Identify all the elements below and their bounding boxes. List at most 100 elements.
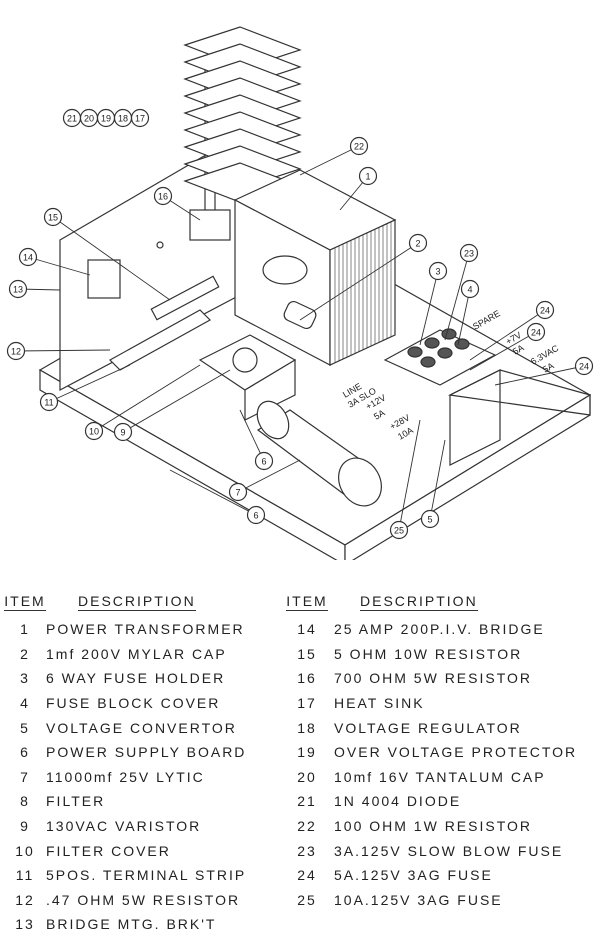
callout-number: 12 [11,347,21,357]
callout-number: 3 [435,267,440,277]
callout-number: 24 [540,306,550,316]
callout-13: 13 [8,279,61,299]
item-number: 17 [297,695,317,712]
callout-number: 6 [261,457,266,467]
fuse [441,328,457,340]
callout-3: 3 [419,261,448,346]
power-transformer [233,169,397,366]
callout-1: 1 [339,166,378,211]
item-description: .47 OHM 5W RESISTOR [46,891,241,908]
item-description: FILTER [46,793,106,810]
callout-25: 25 [389,419,421,540]
callout-number: 1 [365,172,370,182]
item-number: 21 [297,793,317,810]
fuse [420,356,436,368]
fuse-label-spare: SPARE [471,308,502,332]
callout-2: 2 [299,233,428,321]
item-description: 130VAC VARISTOR [46,818,202,835]
item-number: 25 [297,891,317,908]
callout-number: 20 [84,114,94,124]
item-description: 1mf 200V MYLAR CAP [46,645,227,662]
parts-list-row: 16 700 OHM 5W RESISTOR [286,666,577,691]
item-number: 16 [297,670,317,687]
item-description: 5A.125V 3AG FUSE [334,867,493,884]
parts-list-row: 8 FILTER [4,789,246,814]
item-number: 3 [20,670,30,687]
callout-22: 22 [299,136,369,176]
callout-24: 24 [469,300,555,361]
callout-number: 17 [135,114,145,124]
callout-12: 12 [6,341,111,361]
item-number: 11 [15,867,35,884]
item-number: 22 [297,818,317,835]
callout-number: 21 [67,114,77,124]
description-header: DESCRIPTION [360,593,478,611]
callout-21: 21 [62,108,82,128]
item-number: 15 [297,645,317,662]
callout-number: 19 [101,114,111,124]
fuse-block [383,328,591,466]
item-number: 23 [297,842,317,859]
parts-list-row: 23 3A.125V SLOW BLOW FUSE [286,838,577,863]
callout-number: 7 [235,488,240,498]
callout-7: 7 [228,459,301,502]
fuse-label-12v-amp: 5A [372,408,387,422]
item-number: 14 [297,621,317,638]
item-description: POWER SUPPLY BOARD [46,744,247,761]
item-description: 700 OHM 5W RESISTOR [334,670,533,687]
callout-10: 10 [84,364,201,441]
callout-number: 24 [531,328,541,338]
terminal-strip [109,309,211,371]
callout-9: 9 [113,369,231,442]
callout-number: 2 [415,239,420,249]
callout-number: 25 [394,526,404,536]
item-description: 10mf 16V TANTALUM CAP [334,768,546,785]
5-ohm-resistor [150,275,220,321]
parts-list-row: 5 VOLTAGE CONVERTOR [4,715,246,740]
item-number: 5 [20,719,30,736]
item-description: 3A.125V SLOW BLOW FUSE [334,842,564,859]
callout-24: 24 [494,356,594,386]
filter [198,334,297,421]
item-description: 11000mf 25V LYTIC [46,768,205,785]
description-header: DESCRIPTION [78,593,196,611]
callout-4: 4 [457,279,480,346]
item-header: ITEM [4,593,46,611]
item-number: 8 [20,793,30,810]
item-number: 6 [20,744,30,761]
callout-number: 23 [464,249,474,259]
exploded-assembly-diagram: SPARE +7V 5A 6.3VAC 5A LINE 3A SLO +12V … [6,26,594,560]
fuse [454,338,470,350]
callout-5: 5 [420,439,446,529]
fuse-label-7v-amp: 5A [511,343,526,357]
fuse [407,346,423,358]
item-number: 18 [297,719,317,736]
item-description: VOLTAGE CONVERTOR [46,719,237,736]
callout-number: 11 [44,398,53,408]
item-number: 1 [20,621,30,638]
item-description: 6 WAY FUSE HOLDER [46,670,226,687]
callout-number: 9 [120,428,125,438]
fuse [424,337,440,349]
callout-number: 24 [579,362,589,372]
callout-11: 11 [39,364,131,412]
callout-14: 14 [18,247,91,276]
callout-24: 24 [469,322,546,371]
fuse [437,347,453,359]
